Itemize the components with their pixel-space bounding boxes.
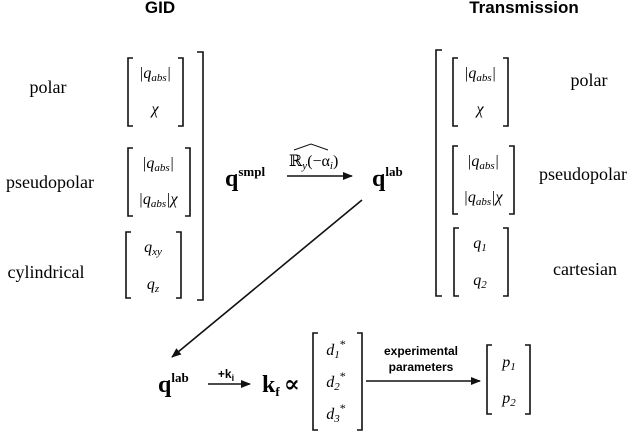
svg-text:p1: p1 <box>501 354 516 373</box>
k-f: kf∝ <box>262 372 300 399</box>
left-bracket <box>486 344 492 415</box>
right-bracket <box>357 332 363 431</box>
svg-text:d3*: d3* <box>326 401 346 425</box>
svg-text:d1*: d1* <box>326 337 346 361</box>
gid-polar-vector: |qabs| χ <box>127 57 184 127</box>
svg-text:|qabs|: |qabs| <box>139 65 171 84</box>
trans-cartesian-vector: q1 q2 <box>453 227 509 297</box>
diagonal-arrow <box>171 199 363 358</box>
svg-text:qz: qz <box>147 276 160 295</box>
plus-ki-label: +ki <box>218 367 234 383</box>
svg-text:qxy: qxy <box>144 239 162 258</box>
q-smpl: qsmpl <box>225 164 265 192</box>
gid-polar-label: polar <box>30 77 67 97</box>
q-lab-top: qlab <box>372 164 403 192</box>
right-bracket <box>176 231 182 299</box>
gid-header: GID <box>145 0 175 17</box>
rotation-operator: ℝy(−αi) <box>289 143 338 172</box>
gid-group-bracket <box>197 51 204 301</box>
svg-text:p2: p2 <box>501 390 516 409</box>
gid-pseudopolar-label: pseudopolar <box>6 172 94 192</box>
svg-text:χ: χ <box>149 101 159 118</box>
right-bracket <box>185 147 191 217</box>
p-vector: p1 p2 <box>486 344 531 415</box>
trans-pseudopolar-vector: |qabs| |qabs|χ <box>452 145 515 215</box>
trans-polar-label: polar <box>571 70 608 90</box>
svg-text:d2*: d2* <box>326 369 346 393</box>
experimental-label: experimental <box>384 344 458 358</box>
gid-pseudopolar-vector: |qabs| |qabs|χ <box>127 147 191 217</box>
gid-cylindrical-label: cylindrical <box>8 262 85 282</box>
transmission-group-bracket <box>435 49 442 297</box>
right-bracket <box>503 57 509 127</box>
left-bracket <box>125 231 131 299</box>
right-bracket <box>503 227 509 297</box>
svg-text:|qabs|χ: |qabs|χ <box>463 189 503 208</box>
parameters-label: parameters <box>389 360 454 374</box>
q-lab-bottom: qlab <box>158 370 189 398</box>
trans-pseudopolar-label: pseudopolar <box>539 164 627 184</box>
svg-text:|qabs|: |qabs| <box>464 65 496 84</box>
gid-cylindrical-vector: qxy qz <box>125 231 182 299</box>
trans-cartesian-label: cartesian <box>553 259 617 279</box>
transmission-header: Transmission <box>469 0 579 17</box>
svg-text:|qabs|: |qabs| <box>467 153 499 172</box>
left-bracket <box>127 57 133 127</box>
left-bracket <box>452 145 458 215</box>
svg-text:q1: q1 <box>473 235 487 254</box>
svg-text:|qabs|χ: |qabs|χ <box>138 191 178 210</box>
left-bracket <box>312 332 318 431</box>
right-bracket <box>178 57 184 127</box>
svg-text:χ: χ <box>474 101 484 118</box>
trans-polar-vector: |qabs| χ <box>452 57 509 127</box>
left-bracket <box>127 147 133 217</box>
svg-text:q2: q2 <box>473 272 487 291</box>
right-bracket <box>509 145 515 215</box>
right-bracket <box>525 344 531 415</box>
hat-mark <box>293 143 329 151</box>
left-bracket <box>452 57 458 127</box>
d-vector: d1* d2* d3* <box>312 332 363 431</box>
left-bracket <box>453 227 459 297</box>
svg-text:|qabs|: |qabs| <box>142 155 174 174</box>
svg-text:ℝy(−αi): ℝy(−αi) <box>289 153 338 172</box>
